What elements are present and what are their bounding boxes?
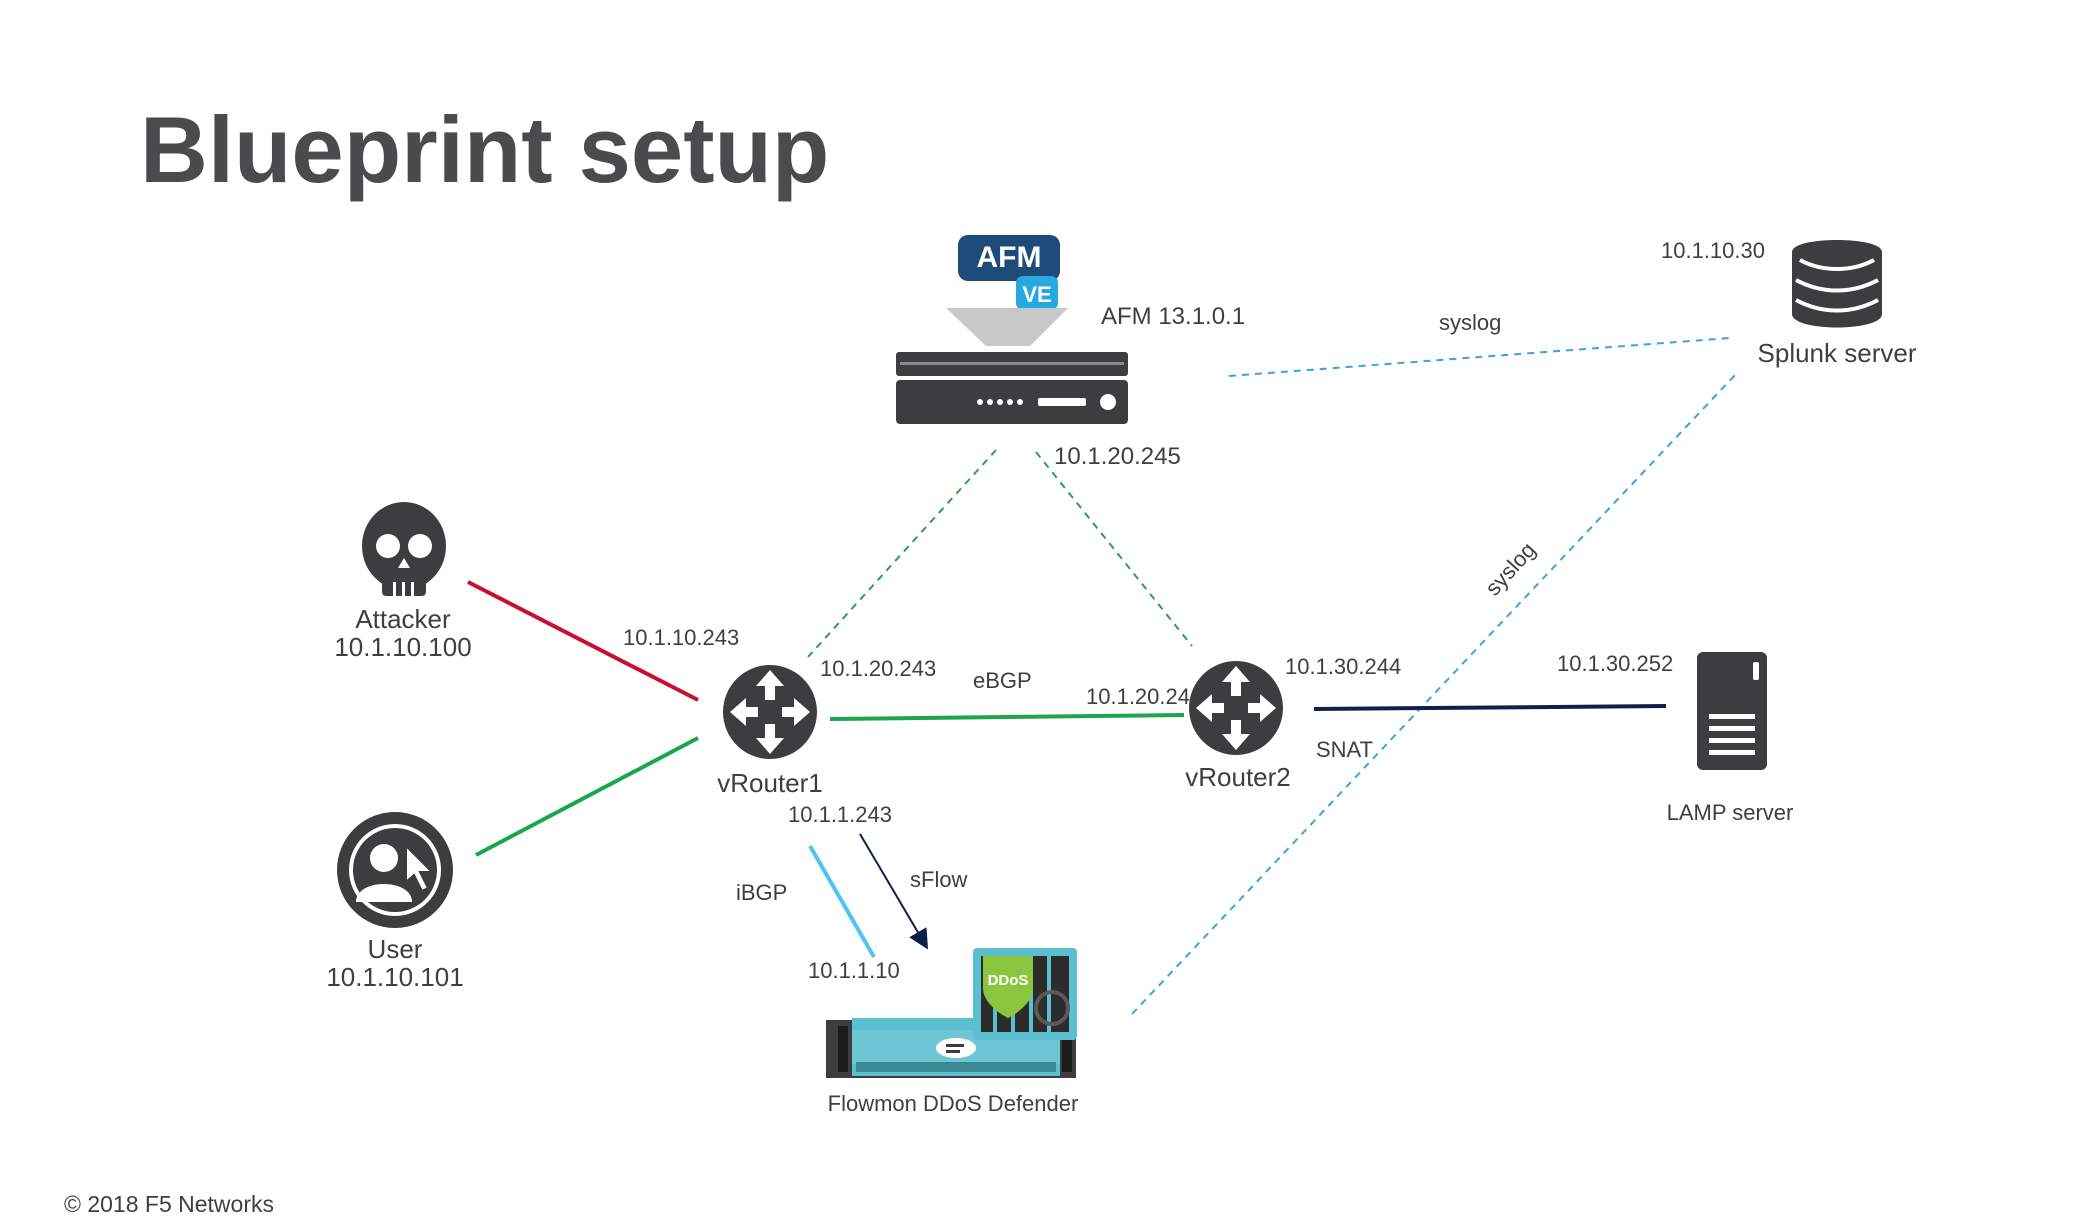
splunk-server: 10.1.10.30 Splunk server xyxy=(1661,238,1917,368)
vrouter1-ip-flowmon-label: 10.1.1.243 xyxy=(788,802,892,827)
flowmon-ip-label: 10.1.1.10 xyxy=(808,958,900,983)
vrouter2-node: vRouter2 10.1.20.24 10.1.30.244 SNAT xyxy=(1086,654,1401,792)
vrouter2-ip-ebgp-label: 10.1.20.24 xyxy=(1086,684,1190,709)
user-ip-label: 10.1.10.101 xyxy=(326,962,463,992)
ve-badge-label: VE xyxy=(1022,282,1051,307)
database-icon xyxy=(1792,240,1882,328)
links xyxy=(467,337,1737,1015)
skull-icon xyxy=(362,502,446,596)
ibgp-link xyxy=(808,845,876,958)
router-icon xyxy=(723,665,817,759)
user-cursor-icon xyxy=(337,812,453,928)
syslog-flowmon-label: syslog xyxy=(1480,537,1540,600)
afm-badge-label: AFM xyxy=(977,241,1042,274)
splunk-name-label: Splunk server xyxy=(1758,338,1917,368)
flowmon-name-label: Flowmon DDoS Defender xyxy=(828,1091,1079,1116)
flowmon-node: DDoS 10.1.1.10 Flowmon DDoS Defender xyxy=(808,948,1078,1116)
attacker-node: Attacker 10.1.10.100 xyxy=(334,502,472,662)
lamp-link xyxy=(1313,704,1667,711)
snat-label: SNAT xyxy=(1316,737,1373,762)
attacker-link xyxy=(467,580,699,702)
vrouter2-ip-lamp-label: 10.1.30.244 xyxy=(1285,654,1401,679)
server-appliance-icon xyxy=(896,352,1128,424)
attacker-ip-label: 10.1.10.100 xyxy=(334,632,471,662)
copyright-footer: © 2018 F5 Networks xyxy=(64,1191,274,1217)
user-node: User 10.1.10.101 xyxy=(326,812,464,992)
lamp-name-label: LAMP server xyxy=(1667,800,1794,825)
afm-version-label: AFM 13.1.0.1 xyxy=(1101,303,1245,330)
vrouter1-ip-attacker-label: 10.1.10.243 xyxy=(623,625,739,650)
vrouter2-name-label: vRouter2 xyxy=(1185,762,1291,792)
ebgp-link xyxy=(829,713,1185,721)
user-name-label: User xyxy=(368,934,423,964)
user-link xyxy=(475,736,699,857)
ddos-shield-icon: DDoS xyxy=(973,948,1077,1040)
syslog-flowmon-link xyxy=(1131,373,1737,1015)
attacker-name-label: Attacker xyxy=(355,604,451,634)
syslog-afm-label: syslog xyxy=(1439,310,1501,335)
vrouter1-node: vRouter1 10.1.10.243 10.1.20.243 10.1.1.… xyxy=(623,625,936,827)
lamp-server: 10.1.30.252 LAMP server xyxy=(1557,651,1793,825)
vrouter1-name-label: vRouter1 xyxy=(717,768,823,798)
vrouter1-ip-ebgp-label: 10.1.20.243 xyxy=(820,656,936,681)
lamp-ip-label: 10.1.30.252 xyxy=(1557,651,1673,676)
ebgp-label: eBGP xyxy=(973,668,1032,693)
afm-device: AFM VE AFM 13.1.0.1 10.1.20.245 xyxy=(896,235,1245,470)
tower-server-icon xyxy=(1697,652,1767,770)
sflow-label: sFlow xyxy=(910,867,968,892)
slide-title: Blueprint setup xyxy=(140,97,830,202)
ddos-badge-label: DDoS xyxy=(988,972,1029,989)
afm-vrouter1-link xyxy=(807,449,997,658)
ibgp-label: iBGP xyxy=(736,880,787,905)
syslog-afm-link xyxy=(1228,337,1731,377)
afm-vrouter2-link xyxy=(1035,451,1193,647)
afm-ve-logo: AFM VE xyxy=(946,235,1068,346)
sflow-link xyxy=(859,833,929,950)
router-icon xyxy=(1189,661,1283,755)
splunk-ip-label: 10.1.10.30 xyxy=(1661,238,1765,263)
afm-ip-label: 10.1.20.245 xyxy=(1054,443,1181,470)
